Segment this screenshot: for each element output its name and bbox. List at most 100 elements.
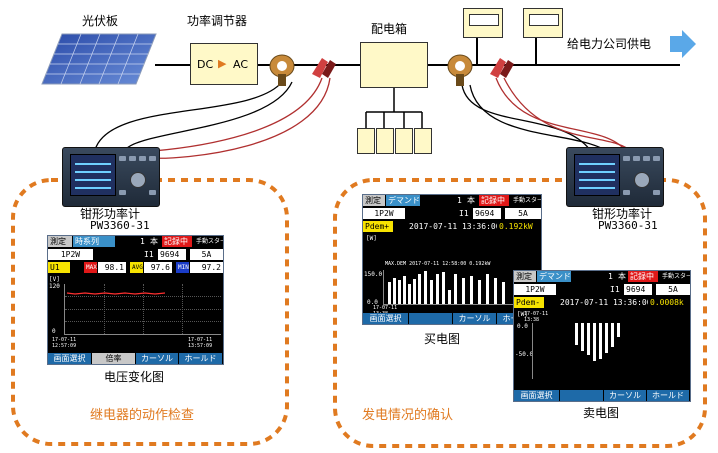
value: 0.192kW xyxy=(499,222,533,231)
recording-badge: 記録中 xyxy=(628,271,658,282)
power-conditioner-label: 功率调节器 xyxy=(187,14,248,28)
utility-label: 给电力公司供电 xyxy=(567,37,652,51)
max-label: MAX xyxy=(84,262,97,273)
buy-bars xyxy=(388,271,505,304)
datetime: 2017-07-11 13:36:00 xyxy=(560,298,648,307)
y-bottom: -50.0 xyxy=(515,351,534,358)
recording-badge: 記録中 xyxy=(479,195,509,206)
plot-area xyxy=(64,284,221,335)
sell-demand-screen: 測定 デマンド 1 本 記録中 手動スタート 1P2W I1 9694 5A P… xyxy=(513,270,691,402)
clamp-power-meter-left xyxy=(62,147,160,207)
meter-left-model: PW3360-31 xyxy=(90,219,150,232)
voltage-trend-screen: 測定 時系列 1 本 記録中 手動スタート 1P2W I1 9694 5A U1… xyxy=(47,235,224,365)
wiring-mode: 1P2W xyxy=(514,284,556,295)
avg-value: 97.6 xyxy=(144,262,172,273)
energy-meter-2 xyxy=(523,8,563,38)
y-unit: [W] xyxy=(366,235,377,242)
softkey-blank[interactable] xyxy=(560,390,604,401)
x-start: 17-07-11 13:38 xyxy=(524,311,549,323)
max-value: 98.1 xyxy=(98,262,126,273)
page-suffix: 本 xyxy=(150,237,158,246)
page-suffix: 本 xyxy=(618,272,626,281)
caption-voltage: 电压变化图 xyxy=(104,370,165,384)
group-left-title: 继电器的动作检查 xyxy=(90,408,195,423)
distribution-box xyxy=(360,42,428,88)
min-label: MIN xyxy=(176,262,189,273)
start-mode: 手動スタート xyxy=(662,273,690,280)
plot-area xyxy=(383,270,540,305)
softkey-hold[interactable]: ホールド xyxy=(647,390,690,401)
clamp-power-meter-right xyxy=(566,147,664,207)
softkey-zoom[interactable]: 倍率 xyxy=(92,353,136,364)
clamp-sensors-left-icon xyxy=(269,54,336,86)
wiring-mode: 1P2W xyxy=(48,249,93,260)
y-top: 150.0 xyxy=(364,271,383,278)
y-unit: [V] xyxy=(49,276,60,283)
channel-value: 9694 xyxy=(158,249,186,260)
recording-badge: 記録中 xyxy=(162,236,192,247)
meter-left-name: 钳形功率计 xyxy=(80,207,141,221)
y-top: 120 xyxy=(49,283,60,290)
softkey-cursor[interactable]: カーソル xyxy=(453,313,497,324)
softkey-screen-select[interactable]: 画面選択 xyxy=(363,313,409,324)
range: 5A xyxy=(190,249,223,260)
softkey-screen-select[interactable]: 画面選択 xyxy=(48,353,92,364)
group-right-title: 发电情况的确认 xyxy=(362,408,454,423)
datetime: 2017-07-11 13:36:00 xyxy=(409,222,497,231)
meter-right-model: PW3360-31 xyxy=(598,219,658,232)
param: Pdem+ xyxy=(363,221,393,232)
softkey-blank[interactable] xyxy=(409,313,453,324)
tab-demand[interactable]: デマンド xyxy=(537,271,571,282)
tab-measure[interactable]: 測定 xyxy=(363,195,385,206)
caption-sell: 卖电图 xyxy=(583,406,620,420)
value: 0.0008k xyxy=(650,298,684,307)
branch-box-4 xyxy=(414,128,432,154)
plot-area xyxy=(532,323,689,379)
softkey-screen-select[interactable]: 画面選択 xyxy=(514,390,560,401)
softkey-hold[interactable]: ホールド xyxy=(179,353,223,364)
page-number: 1 xyxy=(608,272,613,281)
group-right-border xyxy=(333,178,707,448)
tab-timeseries[interactable]: 時系列 xyxy=(73,236,115,247)
channel-value: 9694 xyxy=(473,208,501,219)
min-value: 97.2 xyxy=(190,262,223,273)
channel: I1 xyxy=(610,285,620,294)
solar-panel-label: 光伏板 xyxy=(82,14,119,28)
branch-box-1 xyxy=(357,128,375,154)
channel-value: 9694 xyxy=(624,284,652,295)
avg-label: AVG xyxy=(130,262,143,273)
utility-arrow xyxy=(670,30,696,58)
ac-label: AC xyxy=(233,58,249,71)
solar-panel-icon xyxy=(41,33,157,85)
param-u1: U1 xyxy=(48,262,70,273)
tab-measure[interactable]: 測定 xyxy=(514,271,536,282)
branch-box-2 xyxy=(376,128,394,154)
channel: I1 xyxy=(459,209,469,218)
y-bottom: 0.0 xyxy=(367,299,378,306)
group-left-border xyxy=(11,178,289,446)
energy-meter-1 xyxy=(463,8,503,38)
softkey-cursor[interactable]: カーソル xyxy=(604,390,647,401)
page-number: 1 xyxy=(140,237,145,246)
start-mode: 手動スタート xyxy=(513,197,541,204)
page-suffix: 本 xyxy=(467,196,475,205)
arrow-right-icon: ▶ xyxy=(218,57,227,70)
power-conditioner-box: DC ▶ AC xyxy=(190,43,258,85)
caption-buy: 买电图 xyxy=(424,332,461,346)
dc-label: DC xyxy=(197,58,214,71)
y-top: 0.0 xyxy=(517,323,528,330)
page-number: 1 xyxy=(457,196,462,205)
start-mode: 手動スタート xyxy=(196,238,223,245)
range: 5A xyxy=(505,208,541,219)
softkey-cursor[interactable]: カーソル xyxy=(136,353,179,364)
param: Pdem- xyxy=(514,297,544,308)
x-start: 17-07-11 12:57:09 xyxy=(52,337,77,349)
sell-bars xyxy=(575,323,620,361)
voltage-trace xyxy=(66,292,166,295)
x-end: 17-07-11 13:57:09 xyxy=(188,337,213,349)
max-demand-info: MAX.DEM 2017-07-11 12:58:00 0.192kW xyxy=(385,261,491,267)
tab-demand[interactable]: デマンド xyxy=(386,195,420,206)
tab-measure[interactable]: 測定 xyxy=(48,236,72,247)
range: 5A xyxy=(656,284,690,295)
